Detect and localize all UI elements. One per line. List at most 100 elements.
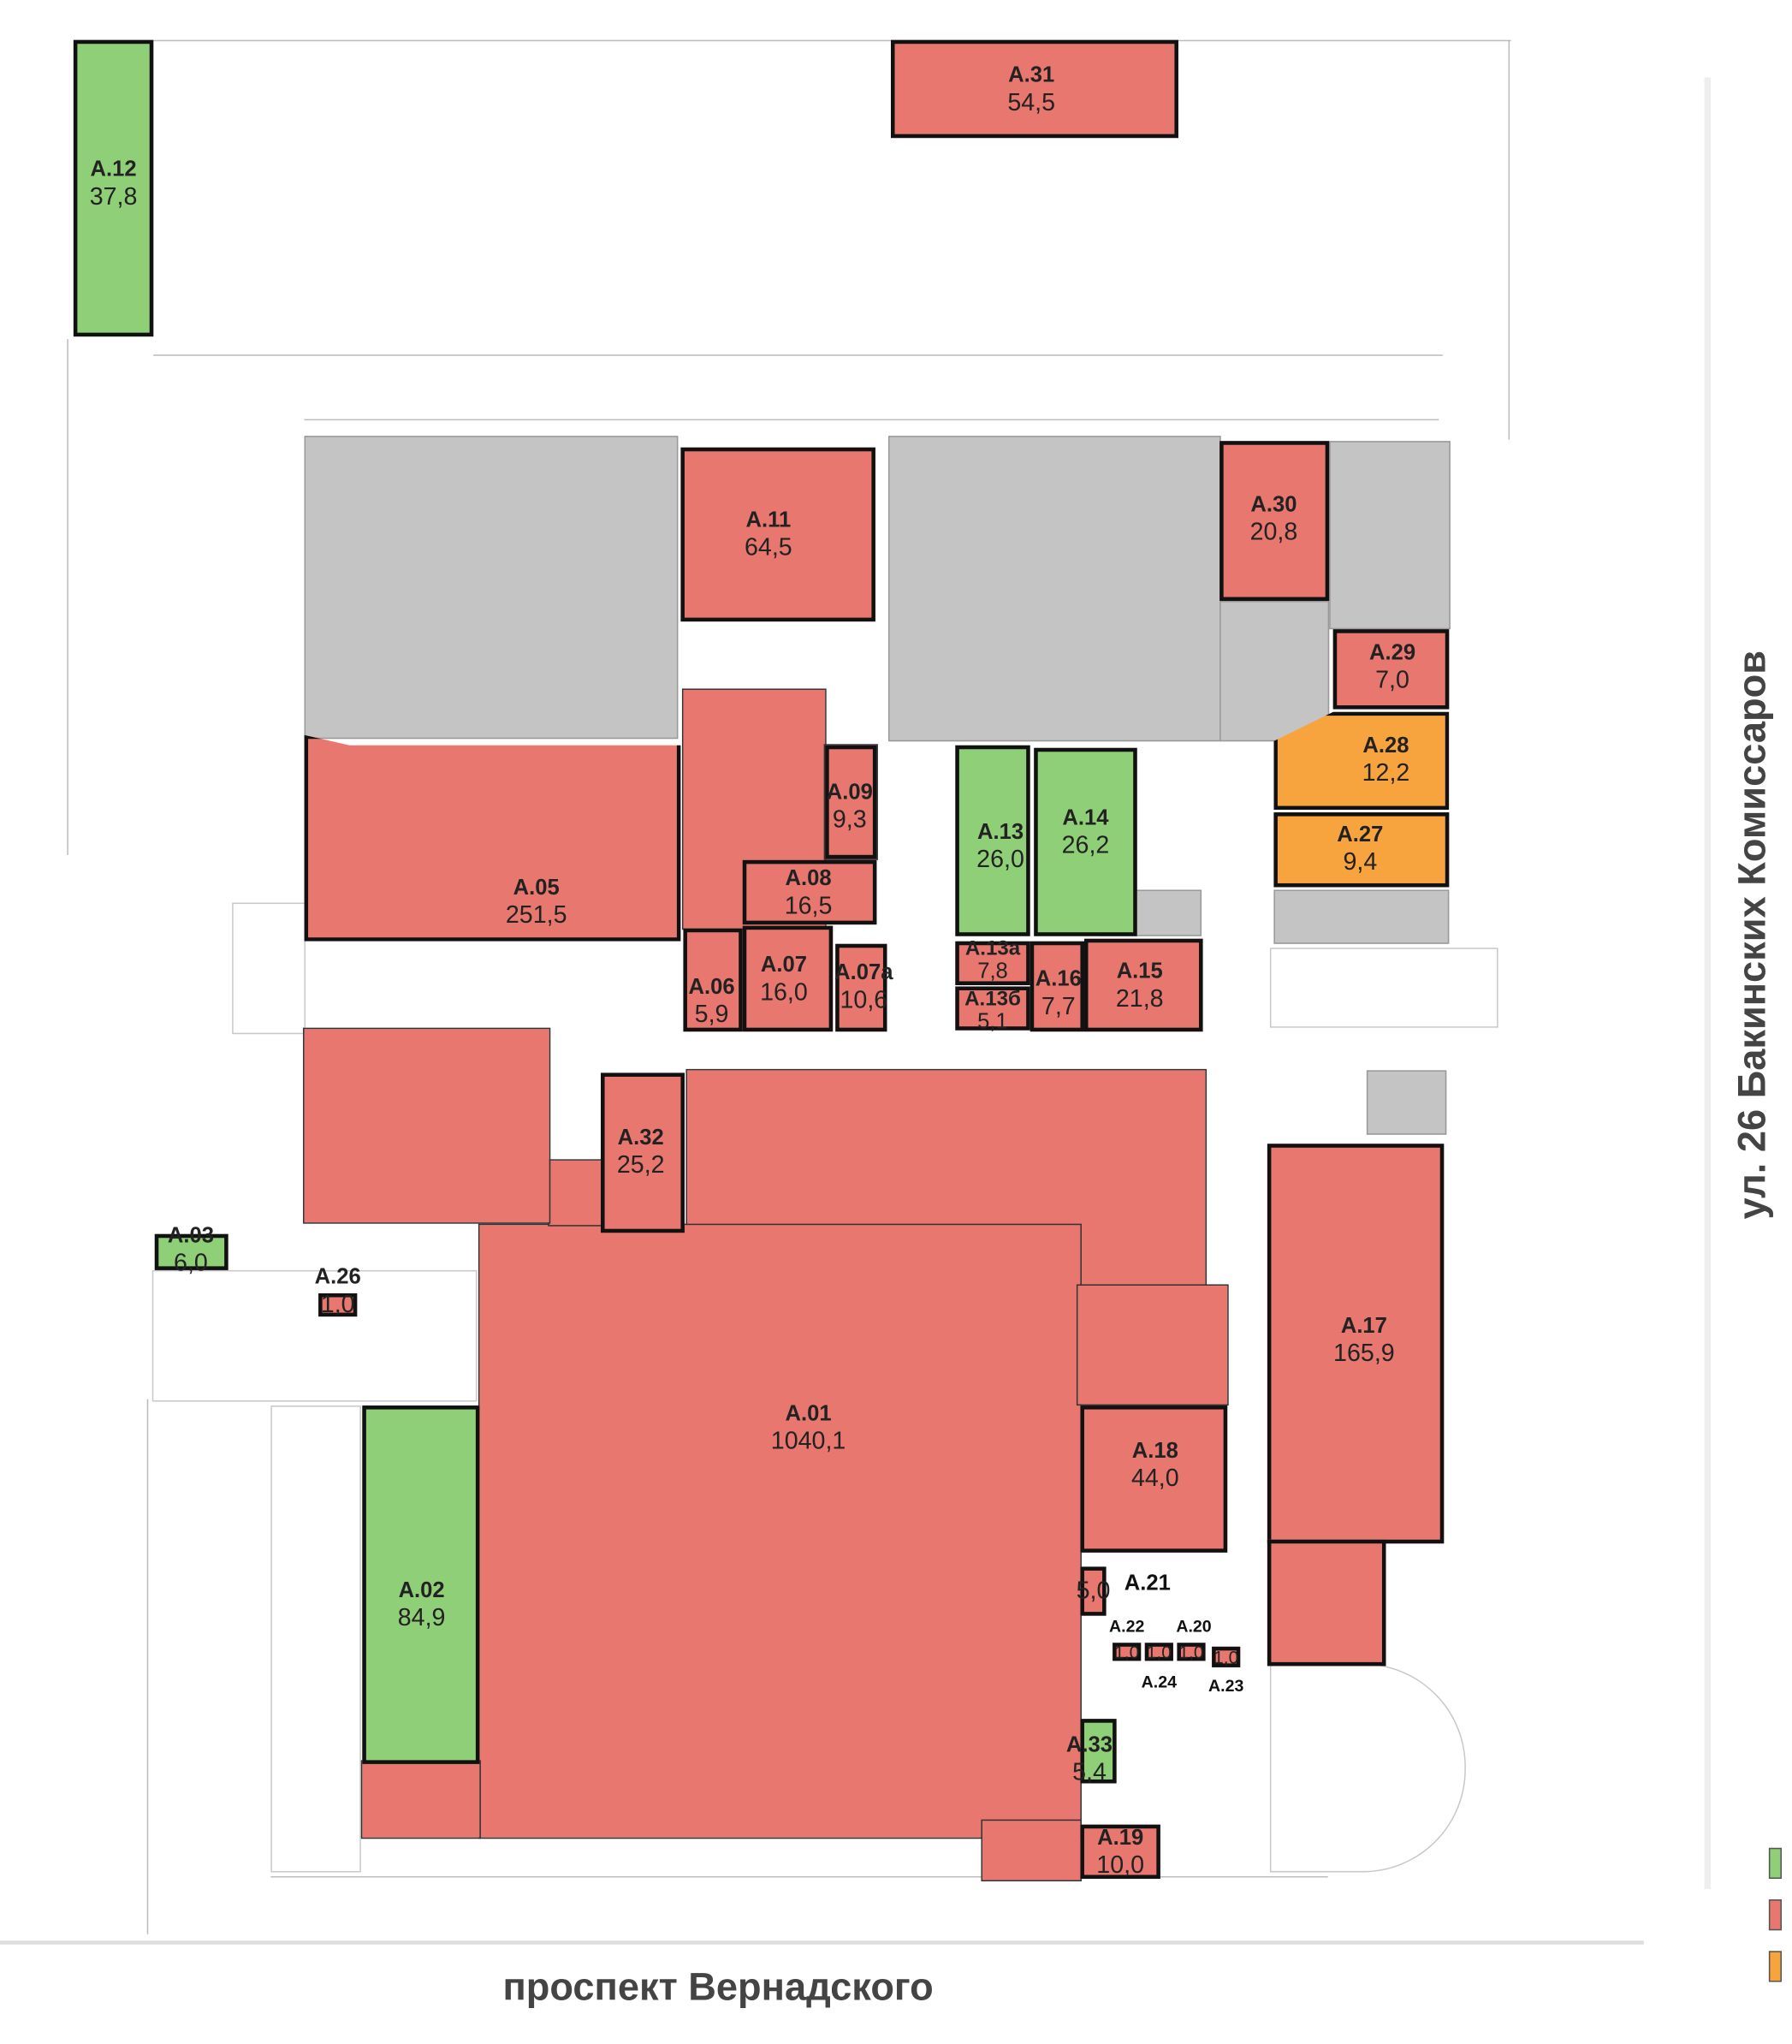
plan-line: [1704, 77, 1712, 1890]
leased-area: [981, 1819, 1082, 1881]
legend-swatch-free: [1768, 1847, 1782, 1879]
room-area: 1,0: [1114, 1641, 1140, 1662]
plan-outline: [1269, 948, 1498, 1028]
street-label-right: ул. 26 Бакинских Комиссаров: [1731, 650, 1774, 1220]
room-a-29[interactable]: [1332, 629, 1450, 710]
room-a-11[interactable]: [680, 447, 875, 622]
common-area: [304, 436, 679, 740]
room-a-15[interactable]: [1083, 938, 1203, 1032]
room-area: 9,4: [1343, 849, 1378, 877]
room-a-03[interactable]: [154, 1233, 228, 1270]
room-id: A.13б: [964, 988, 1021, 1011]
room-area: 165,9: [1333, 1340, 1395, 1369]
plan-line: [270, 1875, 1328, 1878]
room-a-13б[interactable]: [955, 986, 1030, 1031]
room-area: 54,5: [1007, 90, 1056, 117]
room-a-27[interactable]: [1273, 812, 1450, 888]
room-area: 1,0: [1178, 1641, 1204, 1662]
room-label-a-21: A.21: [1124, 1571, 1171, 1596]
room-area: 10,6: [840, 987, 888, 1015]
room-a-06[interactable]: [683, 928, 743, 1032]
room-label-a-23: A.23: [1208, 1676, 1243, 1696]
room-area: 37,8: [89, 184, 138, 211]
room-a-33[interactable]: [1080, 1719, 1117, 1784]
room-a-13а[interactable]: [955, 941, 1030, 985]
room-a-07а[interactable]: [835, 943, 887, 1032]
room-id: A.17: [1340, 1313, 1387, 1338]
room-area: 21,8: [1115, 986, 1164, 1013]
room-area: 6,0: [174, 1250, 208, 1278]
room-area: 7,8: [977, 959, 1008, 983]
room-area: 1,0: [1213, 1646, 1239, 1667]
room-area: 5,0: [1076, 1578, 1111, 1605]
plan-line: [0, 1940, 1644, 1945]
room-area: 44,0: [1130, 1465, 1179, 1494]
room-area: 7,0: [1375, 667, 1409, 695]
room-a-32[interactable]: [601, 1073, 685, 1233]
room-a-13[interactable]: [955, 745, 1030, 936]
room-a-12[interactable]: [73, 39, 154, 337]
room-area: 1040,1: [770, 1428, 846, 1456]
leased-area: [1076, 1284, 1229, 1406]
room-a-24[interactable]: [1144, 1643, 1173, 1661]
room-area: 26,0: [976, 847, 1024, 875]
plan-outline: [1269, 1663, 1466, 1873]
room-id: A.21: [1124, 1570, 1171, 1595]
plan-line: [67, 339, 68, 855]
room-a-31[interactable]: [890, 39, 1178, 139]
room-a-20[interactable]: [1177, 1643, 1206, 1661]
room-a-16[interactable]: [1030, 941, 1084, 1032]
plan-outline: [270, 1405, 361, 1873]
room-a-02[interactable]: [362, 1405, 480, 1764]
room-area: 16,0: [760, 979, 808, 1007]
room-label-a-20: A.20: [1176, 1616, 1211, 1636]
room-a-07[interactable]: [742, 925, 834, 1032]
legend-swatch-reserved: [1768, 1951, 1782, 1982]
room-a-26[interactable]: [318, 1293, 358, 1317]
room-a-08[interactable]: [742, 859, 877, 925]
street-label-bottom: проспект Вернадского: [502, 1966, 934, 2010]
common-area: [1329, 441, 1451, 630]
room-a-21[interactable]: [1080, 1566, 1107, 1616]
plan-line: [146, 1399, 149, 1934]
plan-line: [1508, 39, 1510, 440]
leased-area: [478, 1223, 1082, 1839]
plan-outline: [232, 902, 306, 1035]
room-area: 7,7: [1041, 994, 1076, 1021]
room-area: 5,9: [694, 1001, 729, 1029]
room-a-23[interactable]: [1212, 1646, 1241, 1667]
room-id: A.07: [760, 952, 808, 977]
room-id: A.32: [617, 1125, 664, 1150]
room-a-28[interactable]: [1273, 711, 1450, 811]
room-id: A.05: [513, 875, 560, 900]
leased-area: [548, 1159, 602, 1227]
room-a-22[interactable]: [1113, 1643, 1142, 1661]
room-id: A.16: [1035, 966, 1082, 991]
room-label-a-22: A.22: [1109, 1616, 1144, 1636]
room-a-18[interactable]: [1080, 1405, 1228, 1553]
room-a-17-annex[interactable]: [1267, 1539, 1386, 1667]
room-a-19[interactable]: [1080, 1824, 1160, 1879]
room-a-17[interactable]: [1267, 1144, 1445, 1544]
room-a-09[interactable]: [825, 745, 877, 859]
room-a-30[interactable]: [1219, 441, 1330, 602]
room-id: A.22: [1108, 1616, 1145, 1636]
room-a-14[interactable]: [1034, 747, 1137, 936]
room-a-05[interactable]: [304, 734, 681, 942]
room-area: 5,1: [977, 1008, 1008, 1034]
room-id: A.29: [1368, 639, 1416, 665]
room-label-a-16: A.16 7,7: [1035, 966, 1082, 1024]
room-area: 64,5: [745, 534, 792, 562]
